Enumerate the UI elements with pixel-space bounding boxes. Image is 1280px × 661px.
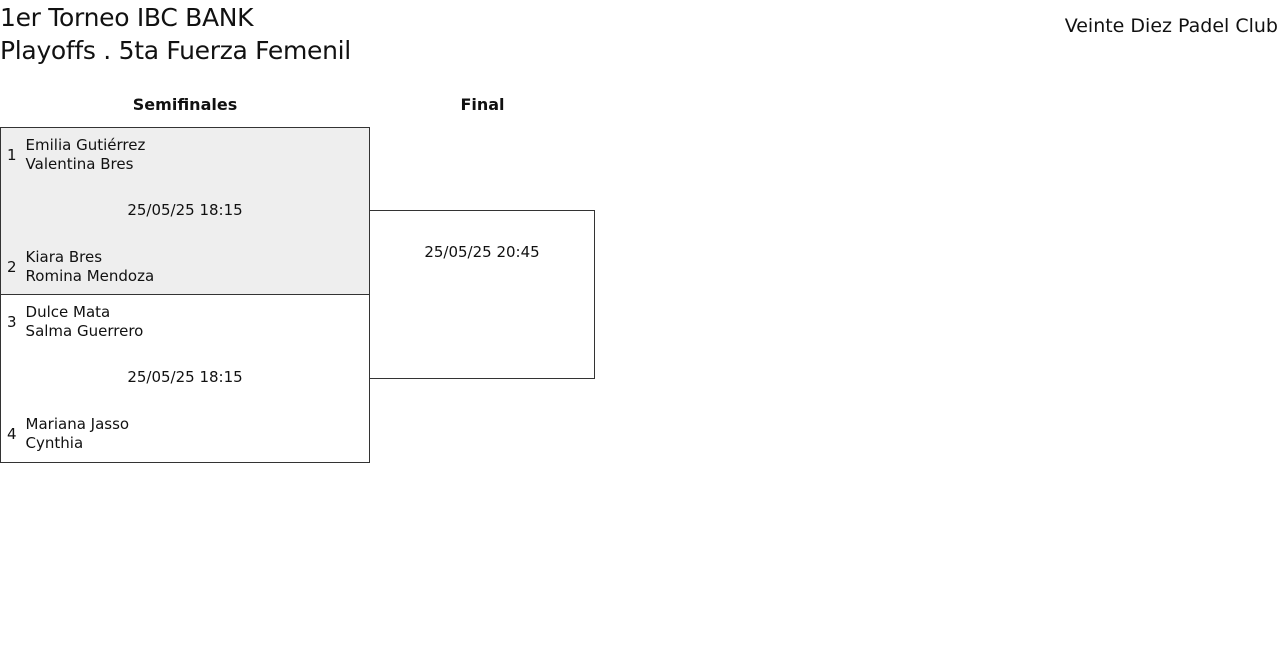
player-name: Emilia Gutiérrez — [25, 136, 146, 154]
tournament-title: 1er Torneo IBC BANK — [0, 3, 254, 32]
player-name: Romina Mendoza — [25, 267, 155, 285]
seed-number: 1 — [7, 145, 17, 164]
team-players: Emilia Gutiérrez Valentina Bres — [26, 136, 146, 174]
match-final[interactable]: 25/05/25 20:45 — [369, 210, 595, 379]
player-name: Kiara Bres — [25, 248, 103, 266]
match-datetime: 25/05/25 18:15 — [127, 201, 243, 219]
club-name: Veinte Diez Padel Club — [1064, 15, 1278, 37]
team-seed-2: 2 Kiara Bres Romina Mendoza — [7, 248, 154, 286]
round-header-final: Final — [460, 95, 505, 114]
match-semifinal-1[interactable]: 1 Emilia Gutiérrez Valentina Bres 25/05/… — [0, 127, 370, 295]
match-semifinal-2[interactable]: 3 Dulce Mata Salma Guerrero 25/05/25 18:… — [0, 294, 370, 463]
player-name: Cynthia — [25, 434, 84, 452]
team-seed-4: 4 Mariana Jasso Cynthia — [7, 415, 129, 453]
team-seed-1: 1 Emilia Gutiérrez Valentina Bres — [7, 136, 145, 174]
team-seed-3: 3 Dulce Mata Salma Guerrero — [7, 303, 143, 341]
tournament-subtitle: Playoffs . 5ta Fuerza Femenil — [0, 36, 351, 65]
seed-number: 3 — [7, 312, 17, 331]
team-players: Dulce Mata Salma Guerrero — [26, 303, 144, 341]
player-name: Dulce Mata — [25, 303, 111, 321]
match-datetime: 25/05/25 18:15 — [127, 368, 243, 386]
round-header-semifinals: Semifinales — [132, 95, 238, 114]
seed-number: 4 — [7, 424, 17, 443]
player-name: Salma Guerrero — [25, 322, 144, 340]
player-name: Mariana Jasso — [25, 415, 130, 433]
match-datetime: 25/05/25 20:45 — [424, 243, 540, 261]
team-players: Kiara Bres Romina Mendoza — [26, 248, 155, 286]
team-players: Mariana Jasso Cynthia — [26, 415, 130, 453]
player-name: Valentina Bres — [25, 155, 134, 173]
seed-number: 2 — [7, 257, 17, 276]
